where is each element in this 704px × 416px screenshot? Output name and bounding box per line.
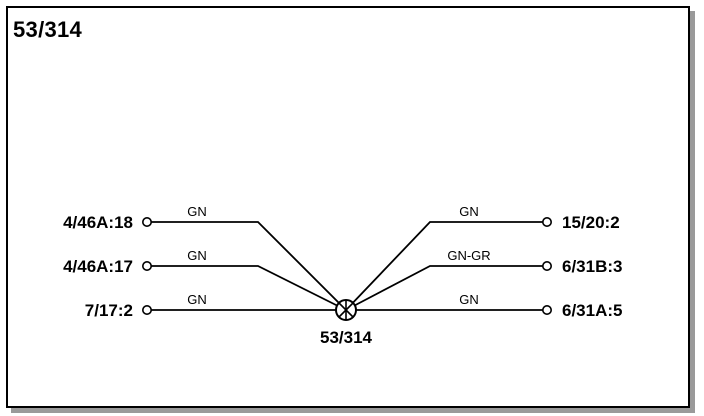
terminal-label-7-17-2: 7/17:2 bbox=[85, 301, 133, 320]
terminal-connector-6-31a-5 bbox=[541, 304, 552, 315]
wire-color-label: GN-GR bbox=[447, 248, 490, 263]
terminal-connector-15-20-2 bbox=[541, 217, 552, 228]
splice-label: 53/314 bbox=[320, 328, 373, 347]
terminal-label-4-46a-17: 4/46A:17 bbox=[63, 257, 133, 276]
wire-4-46a-17 bbox=[147, 265, 347, 311]
diagram-frame bbox=[6, 6, 690, 408]
terminal-label-15-20-2: 15/20:2 bbox=[562, 213, 620, 232]
splice-node: 53/314 bbox=[320, 299, 373, 347]
wire-color-label: GN bbox=[459, 292, 479, 307]
wire-color-label: GN bbox=[187, 248, 207, 263]
wire-4-46a-18 bbox=[147, 221, 347, 311]
terminals: 4/46A:18 4/46A:17 7/17:2 15/20:2 6/31B:3 6/31… bbox=[63, 213, 622, 320]
wire-color-label: GN bbox=[187, 292, 207, 307]
terminal-connector-4-46a-17 bbox=[142, 260, 153, 271]
terminal-label-4-46a-18: 4/46A:18 bbox=[63, 213, 133, 232]
terminal-connector-4-46a-18 bbox=[142, 217, 153, 228]
terminal-label-6-31a-5: 6/31A:5 bbox=[562, 301, 622, 320]
diagram-title: 53/314 bbox=[13, 17, 83, 42]
wire-6-31b-3 bbox=[345, 265, 547, 311]
terminal-label-6-31b-3: 6/31B:3 bbox=[562, 257, 622, 276]
wire-color-label: GN bbox=[187, 204, 207, 219]
wire-15-20-2 bbox=[345, 221, 547, 311]
wire-color-label: GN bbox=[459, 204, 479, 219]
terminal-connector-7-17-2 bbox=[142, 304, 153, 315]
terminal-connector-6-31b-3 bbox=[541, 260, 552, 271]
wires: GN GN GN GN GN-GR GN bbox=[147, 204, 547, 311]
